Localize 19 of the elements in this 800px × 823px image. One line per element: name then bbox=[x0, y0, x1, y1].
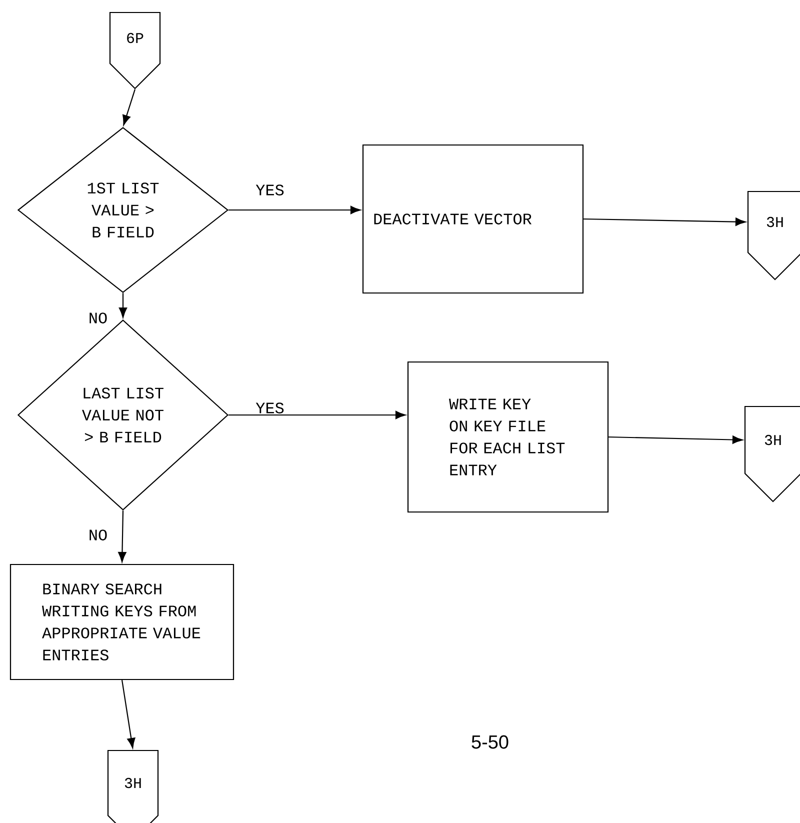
arrow bbox=[228, 206, 361, 214]
page-number: 5-50 bbox=[472, 735, 508, 749]
arrow bbox=[118, 293, 128, 318]
edge-label: YES bbox=[254, 184, 286, 196]
edge-label: NO bbox=[87, 528, 109, 542]
process-box: BINARY SEARCH WRITING KEYS FROM APPROPRIATE VALUE ENTRIES bbox=[10, 564, 234, 680]
off-page-connector: 3H bbox=[747, 190, 800, 280]
arrow bbox=[584, 218, 746, 226]
edge-label: YES bbox=[254, 402, 286, 414]
arrow bbox=[121, 680, 136, 748]
arrow bbox=[122, 89, 136, 126]
arrow bbox=[608, 436, 743, 444]
off-page-connector: 3H bbox=[744, 406, 800, 502]
process-box: WRITE KEY ON KEY FILE FOR EACH LIST ENTRY bbox=[407, 361, 609, 513]
arrow bbox=[228, 410, 406, 420]
off-page-connector: 3H bbox=[107, 750, 159, 823]
process-box: DEACTIVATE VECTOR bbox=[362, 144, 584, 294]
off-page-connector: 6P bbox=[109, 12, 161, 90]
arrow bbox=[118, 510, 126, 562]
